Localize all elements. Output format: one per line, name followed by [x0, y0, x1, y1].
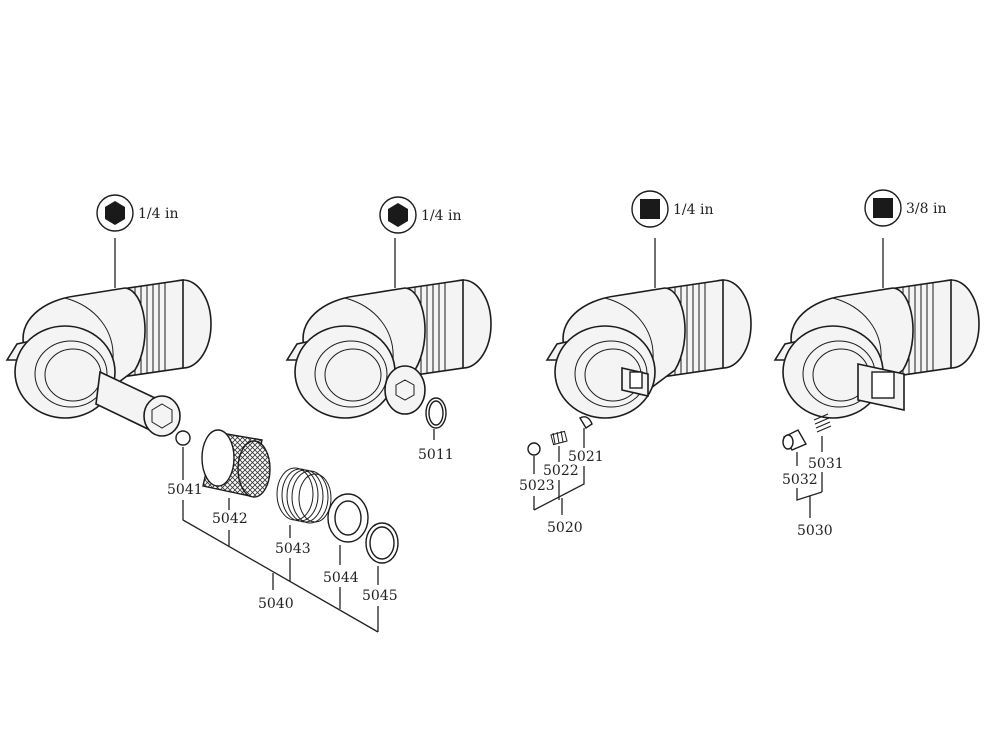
part-number-5041: 5041 [167, 482, 203, 498]
drive-size-label: 3/8 in [906, 201, 946, 217]
square-drive-icon [864, 189, 902, 227]
part-number-5042: 5042 [212, 511, 248, 527]
leader-lines-5040 [182, 447, 379, 633]
drive-size-label: 1/4 in [138, 206, 178, 222]
part-number-5021: 5021 [568, 449, 604, 465]
part-number-5030: 5030 [797, 523, 833, 539]
head-assembly-1: 1/4 in [6, 194, 212, 437]
part-number-5011: 5011 [418, 447, 454, 463]
part-number-5022: 5022 [543, 463, 579, 479]
spring-5043 [276, 467, 332, 524]
circlip-5045 [365, 522, 399, 564]
square-drive-icon [631, 190, 669, 228]
part-number-5023: 5023 [519, 478, 555, 494]
head-assembly-3: 1/4 in [546, 190, 752, 419]
part-number-5040: 5040 [258, 596, 294, 612]
detent-parts-5030 [782, 413, 832, 451]
part-number-5032: 5032 [782, 472, 818, 488]
head-assembly-2: 1/4 in [286, 196, 492, 419]
part-number-5031: 5031 [808, 456, 844, 472]
hex-drive-icon [379, 196, 417, 234]
part-number-5044: 5044 [323, 570, 359, 586]
part-number-5045: 5045 [362, 588, 398, 604]
leader-lines-5030 [796, 436, 823, 518]
washer-5044 [327, 493, 369, 543]
part-number-5043: 5043 [275, 541, 311, 557]
drive-size-label: 1/4 in [421, 208, 461, 224]
part-number-5020: 5020 [547, 520, 583, 536]
retaining-ring-5011 [425, 397, 447, 429]
knurled-sleeve-5042 [201, 429, 271, 498]
detent-parts-5020 [527, 416, 593, 456]
leader-lines-5020 [533, 428, 585, 515]
drive-size-label: 1/4 in [673, 202, 713, 218]
hex-drive-icon [96, 194, 134, 232]
ball-5041 [175, 430, 191, 446]
head-assembly-4: 3/8 in [774, 189, 980, 419]
